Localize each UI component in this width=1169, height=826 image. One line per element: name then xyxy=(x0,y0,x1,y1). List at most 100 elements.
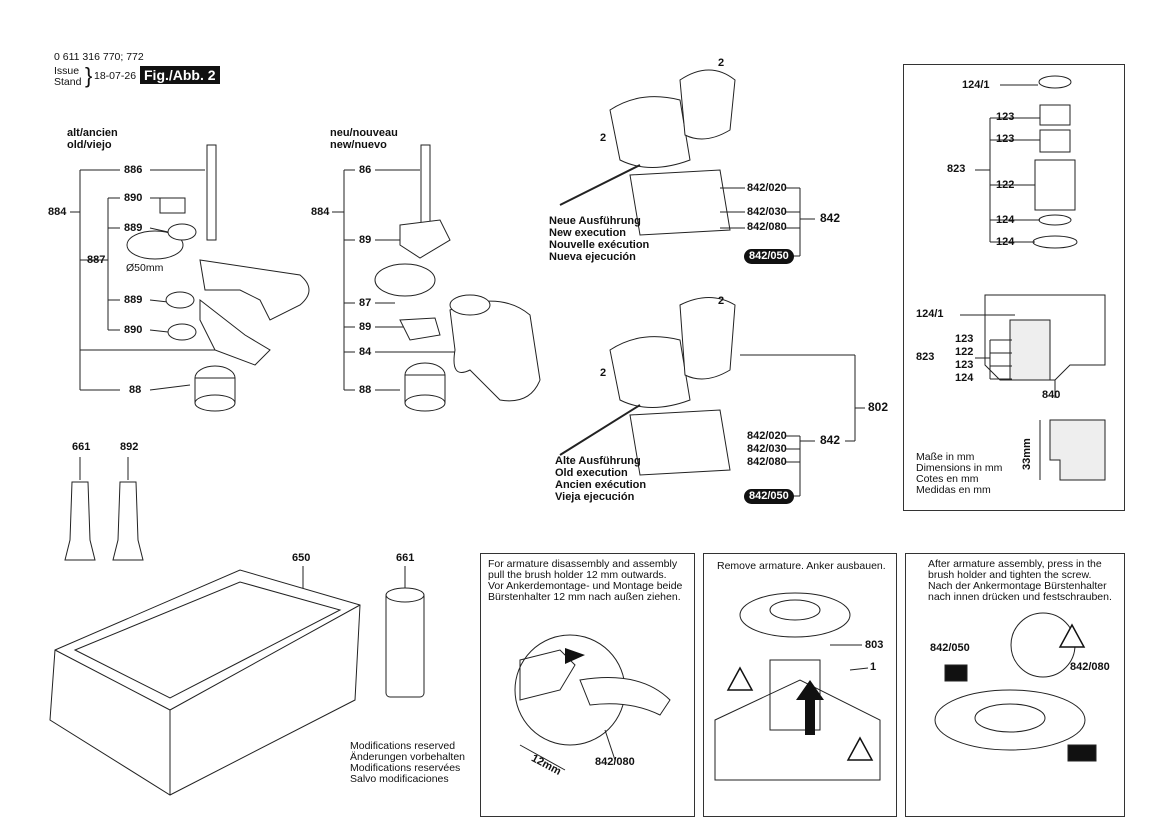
part-label: 842/030 xyxy=(747,443,787,455)
units-line: Maße in mm xyxy=(916,451,975,463)
part-numbers: 0 611 316 770; 772 xyxy=(54,51,144,63)
part-label: 884 xyxy=(48,206,67,218)
part-label: 123 xyxy=(996,133,1015,145)
part-label: 122 xyxy=(955,346,974,358)
brace: } xyxy=(85,63,93,88)
part-label: 123 xyxy=(955,333,974,345)
mod-line: Modifications reservées xyxy=(350,762,461,774)
figure-label: Fig./Abb. 2 xyxy=(140,66,220,84)
units-line: Cotes en mm xyxy=(916,473,979,485)
modifications-note: Modifications reserved Änderungen vorbeh… xyxy=(350,741,465,785)
part-label: 842/080 xyxy=(747,221,787,233)
stand-label: Stand xyxy=(54,76,82,88)
part-label: 823 xyxy=(947,163,966,175)
caption-line: Nouvelle exécution xyxy=(549,239,650,251)
part-label: 890 xyxy=(124,192,143,204)
part-label: 124 xyxy=(996,214,1015,226)
tube-label: 661 xyxy=(72,441,91,453)
old-title-2: old/viejo xyxy=(67,139,112,151)
part-pill: 842/050 xyxy=(744,489,794,504)
part-label: 890 xyxy=(124,324,143,336)
part-label: 124 xyxy=(996,236,1015,248)
part-label: 842/050 xyxy=(930,642,970,654)
mod-line: Änderungen vorbehalten xyxy=(350,751,466,763)
new-title-1: neu/nouveau xyxy=(330,127,398,139)
part-label: 123 xyxy=(996,111,1015,123)
case-label: 650 xyxy=(292,552,311,564)
step-line: For armature disassembly and assembly xyxy=(488,558,678,570)
units-line: Dimensions in mm xyxy=(916,462,1003,474)
step-line: brush holder and tighten the screw. xyxy=(928,569,1092,581)
part-label: 123 xyxy=(955,359,974,371)
part-label: 884 xyxy=(311,206,330,218)
part-pill: 842/050 xyxy=(744,249,794,264)
part-label: 124 xyxy=(955,372,974,384)
part-label: 124/1 xyxy=(916,308,944,320)
part-label: 842/020 xyxy=(747,430,787,442)
step-line: Bürstenhalter 12 mm nach außen ziehen. xyxy=(488,591,681,603)
part-label: 842/080 xyxy=(1070,661,1110,673)
step1-text: For armature disassembly and assembly pu… xyxy=(488,559,682,603)
caption-line: Neue Ausführung xyxy=(549,215,641,227)
part-label: 842/030 xyxy=(747,206,787,218)
caption-line: Alte Ausführung xyxy=(555,455,641,467)
part-label: 823 xyxy=(916,351,935,363)
part-label: 84 xyxy=(359,346,372,358)
part-label: 89 xyxy=(359,321,372,333)
units-note: Maße in mm Dimensions in mm Cotes en mm … xyxy=(916,452,1002,496)
part-label: 1 xyxy=(870,661,877,673)
bearing-detail-panel xyxy=(903,64,1125,511)
part-label: 840 xyxy=(1042,389,1061,401)
mod-line: Modifications reserved xyxy=(350,740,456,752)
part-label: 2 xyxy=(600,132,607,144)
tube-label: 892 xyxy=(120,441,139,453)
part-label: 889 xyxy=(124,294,143,306)
step-line: Vor Ankerdemontage- und Montage beide xyxy=(488,580,683,592)
step-line: pull the brush holder 12 mm outwards. xyxy=(488,569,667,581)
group-label: 842 xyxy=(820,433,841,447)
part-label: 842/080 xyxy=(595,756,635,768)
part-label: 124/1 xyxy=(962,79,990,91)
issue-label: Issue xyxy=(54,65,80,77)
new-title-2: new/nuevo xyxy=(330,139,387,151)
caption-line: Ancien exécution xyxy=(555,479,647,491)
part-label: 122 xyxy=(996,179,1015,191)
step-line: After armature assembly, press in the xyxy=(928,558,1102,570)
group-label: 842 xyxy=(820,211,841,225)
step3-text: After armature assembly, press in the br… xyxy=(928,559,1112,603)
part-label: 889 xyxy=(124,222,143,234)
caption-line: Vieja ejecución xyxy=(555,491,635,503)
step3-panel xyxy=(905,553,1125,817)
caption-line: Old execution xyxy=(555,467,628,479)
part-label: 886 xyxy=(124,164,143,176)
part-label: 2 xyxy=(718,57,725,69)
part-label: 803 xyxy=(865,639,884,651)
new-execution-caption: Neue Ausführung New execution Nouvelle e… xyxy=(549,215,649,263)
part-label: 88 xyxy=(359,384,372,396)
part-label: 87 xyxy=(359,297,372,309)
caption-line: New execution xyxy=(549,227,627,239)
old-title-1: alt/ancien xyxy=(67,127,118,139)
step-line: Nach der Ankermontage Bürstenhalter xyxy=(928,580,1107,592)
issue-date: 18-07-26 xyxy=(94,70,137,82)
part-label: 2 xyxy=(600,367,607,379)
part-label: 842/020 xyxy=(747,182,787,194)
step-line: nach innen drücken und festschrauben. xyxy=(928,591,1112,603)
units-line: Medidas en mm xyxy=(916,484,991,496)
caption-line: Nueva ejecución xyxy=(549,251,636,263)
part-label: 887 xyxy=(87,254,106,266)
assembly-label: 802 xyxy=(868,400,889,414)
step2-panel xyxy=(703,553,897,817)
part-label: 2 xyxy=(718,295,725,307)
old-execution-caption: Alte Ausführung Old execution Ancien exé… xyxy=(555,455,646,503)
diameter-label: Ø50mm xyxy=(126,262,164,274)
step2-text: Remove armature. Anker ausbauen. xyxy=(717,560,886,572)
part-label: 89 xyxy=(359,234,372,246)
part-label: 842/080 xyxy=(747,456,787,468)
canister-label: 661 xyxy=(396,552,415,564)
dimension-label: 33mm xyxy=(1021,438,1033,470)
part-label: 86 xyxy=(359,164,372,176)
mod-line: Salvo modificaciones xyxy=(350,773,449,785)
step1-panel xyxy=(480,553,695,817)
